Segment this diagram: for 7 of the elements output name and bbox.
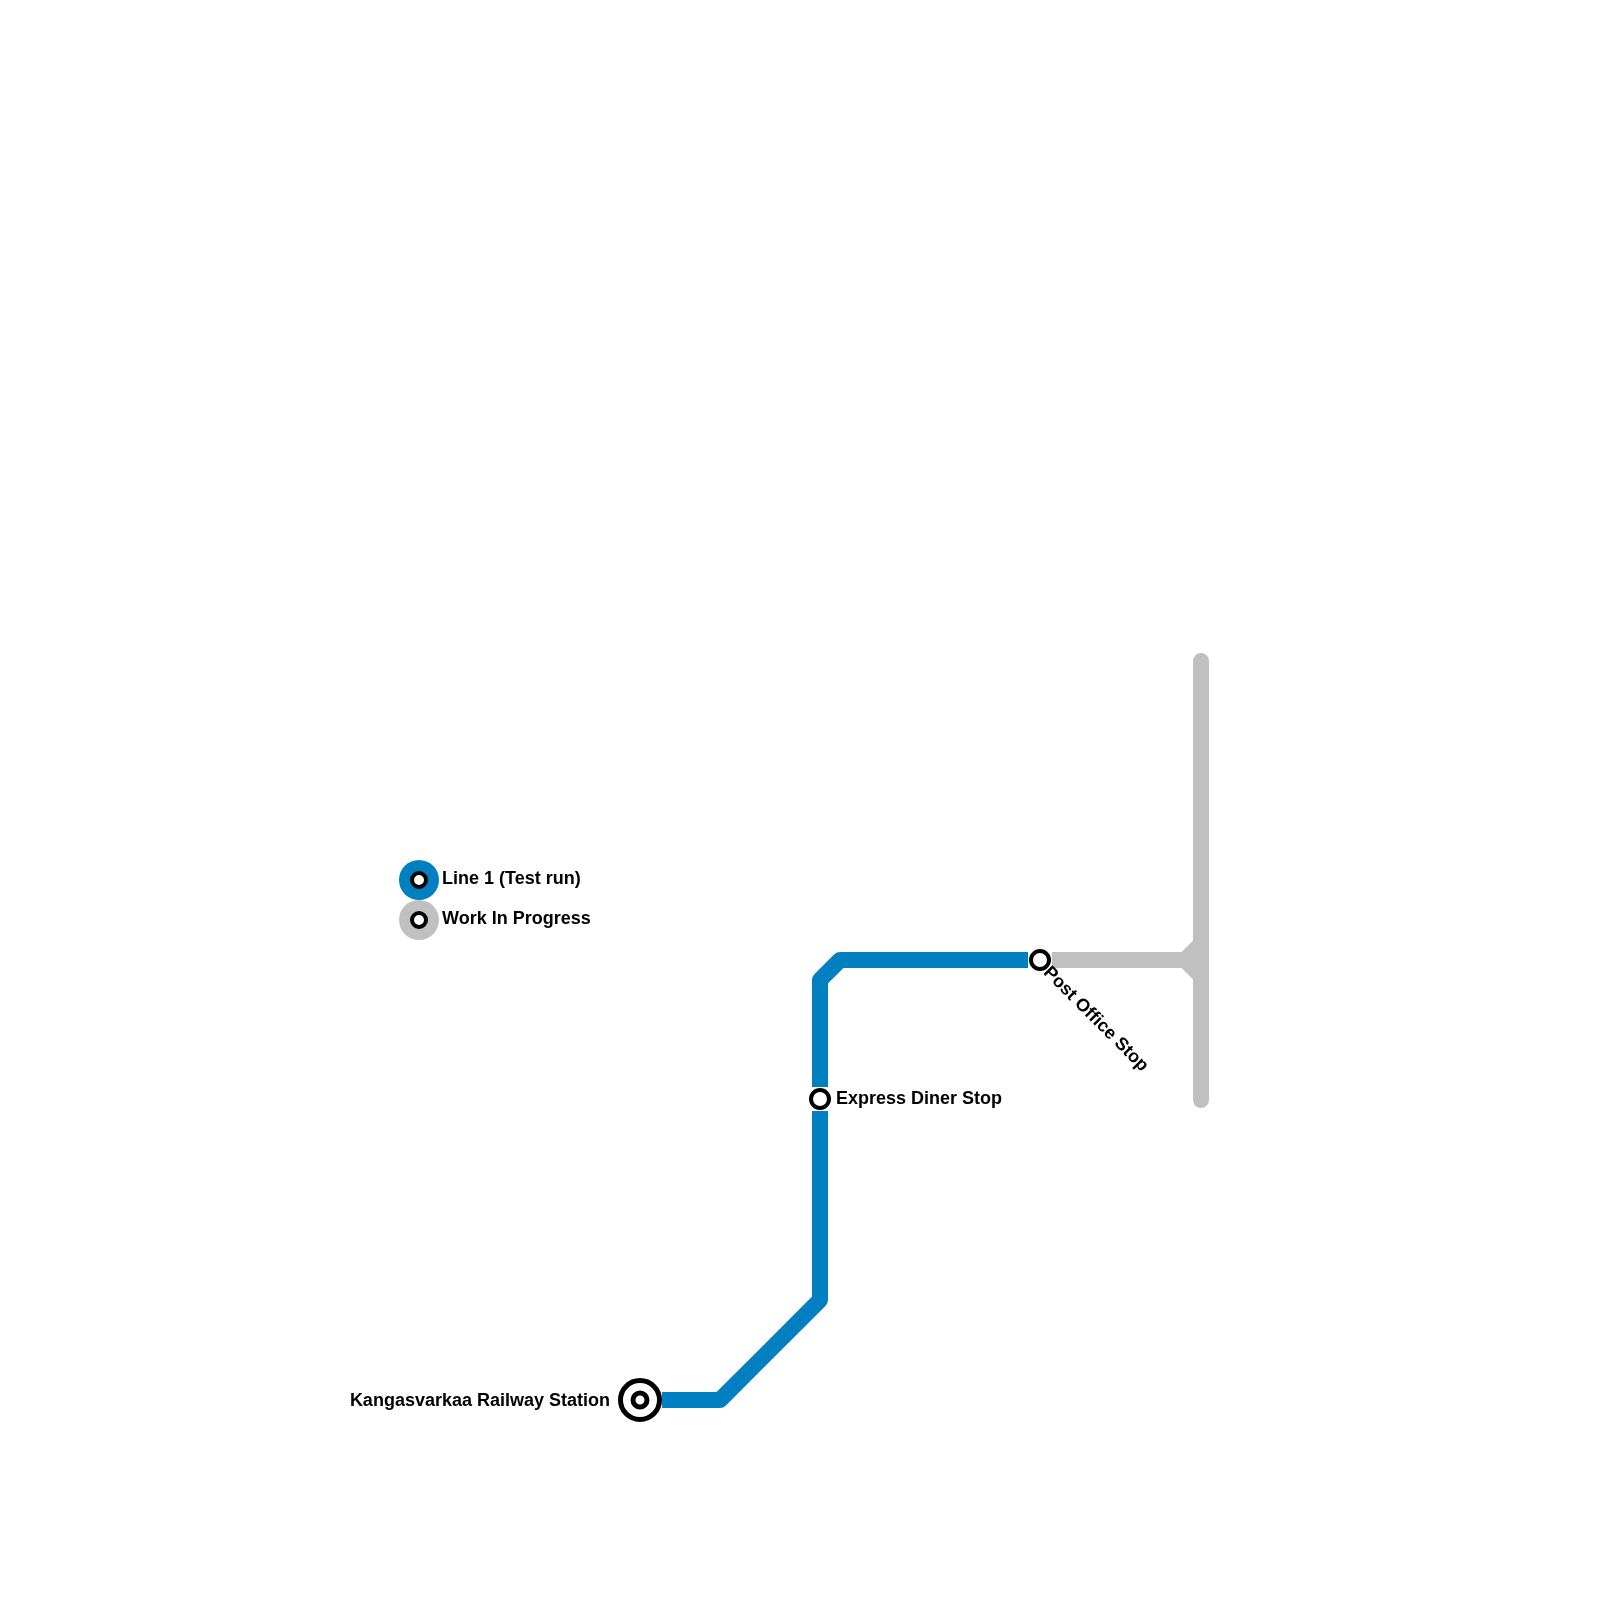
station-marker [808,1087,832,1111]
legend-label: Work In Progress [442,908,591,928]
legend-label: Line 1 (Test run) [442,868,581,888]
interchange-station-marker [618,1378,662,1422]
track-line [812,952,1028,1087]
station-name: Express Diner Stop [836,1088,1003,1108]
station-name: Kangasvarkaa Railway Station [349,1390,610,1410]
